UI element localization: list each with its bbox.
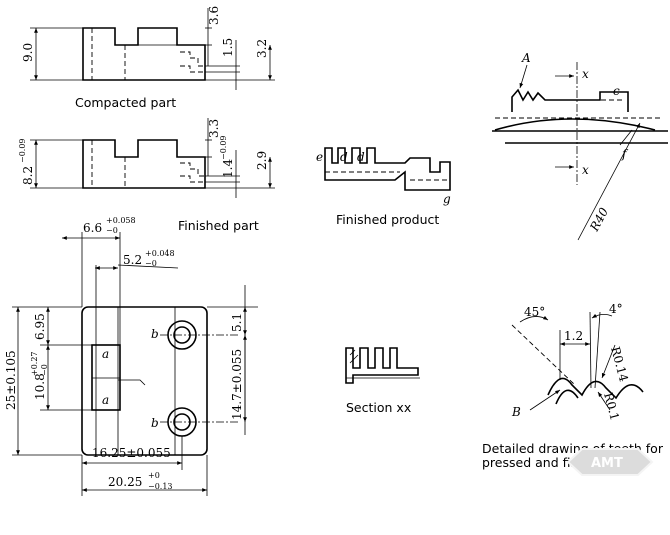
product-label-d2: d [357, 150, 365, 164]
caption-product: Finished product [336, 212, 439, 227]
punch-label-f: f [621, 147, 629, 161]
plan-dim-h-a: 6.95 [33, 313, 47, 340]
compacted-part-view [30, 8, 275, 90]
plan-dim-h-hole: 5.1 [230, 313, 244, 332]
teeth-radius-1: R0.14 [608, 345, 631, 384]
teeth-angle-45: 45° [524, 305, 545, 319]
plan-dim-w1: 6.6 [83, 221, 102, 235]
plan-dim-w-total-up: +0 [148, 471, 160, 480]
plan-dim-w-total-lo: −0.13 [148, 482, 173, 491]
plan-label-b-bottom: b [151, 416, 159, 430]
finished-tooth-dim: 1.4 [221, 159, 235, 178]
plan-dim-h-b-group: 10.8 +0.27 −0 [30, 351, 49, 400]
plan-dim-w2: 5.2 [123, 253, 142, 267]
plan-dim-h-total: 25±0.105 [4, 350, 18, 410]
punch-detail-view [492, 62, 668, 241]
product-label-d1: d [340, 150, 348, 164]
finished-tooth-dim-group: 1.4 −0.09 [219, 135, 235, 178]
finished-height-dim: 8.2 [21, 166, 35, 185]
plan-dim-w2-up: +0.048 [145, 249, 175, 258]
plan-dim-w2-lo: −0 [145, 259, 157, 268]
teeth-detail-view [511, 311, 644, 411]
plan-dim-h-b-up: +0.27 [30, 351, 39, 376]
finished-part-view [30, 118, 275, 198]
caption-finished: Finished part [178, 218, 259, 233]
plan-label-b-top: b [151, 327, 159, 341]
compacted-tooth-dim: 1.5 [221, 38, 235, 57]
punch-label-x-bottom: x [582, 163, 589, 177]
amt-logo-text: AMT [591, 456, 623, 471]
plan-dim-h-pitch: 14.7±0.055 [230, 349, 244, 420]
teeth-angle-4: 4° [609, 302, 623, 316]
plan-dim-w1-up: +0.058 [106, 216, 136, 225]
plan-dim-w1-lo: −0 [106, 226, 118, 235]
product-label-g: g [443, 192, 451, 206]
product-label-e: e [316, 150, 323, 164]
plan-dim-h-b-lo: −0 [40, 364, 49, 376]
caption-section: Section xx [346, 400, 411, 415]
plan-label-a-top: a [102, 347, 109, 361]
finished-height-dim-group: 8.2 −0.09 [18, 138, 35, 185]
plan-dim-w-pitch: 16.25±0.055 [92, 446, 171, 460]
plan-view [12, 232, 258, 496]
punch-label-c: c [613, 84, 620, 98]
compacted-step-dim: 3.6 [207, 6, 221, 25]
punch-radius: R40 [587, 205, 611, 234]
teeth-label-B: B [511, 405, 521, 419]
plan-label-a-bottom: a [102, 393, 109, 407]
punch-label-x-top: x [582, 67, 589, 81]
teeth-radius-2: R0.1 [601, 391, 622, 422]
finished-depth-dim: 2.9 [255, 151, 269, 170]
finished-height-tol: −0.09 [18, 138, 27, 163]
finished-product-view [324, 147, 451, 191]
section-xx-view [345, 347, 420, 384]
compacted-depth-dim: 3.2 [255, 39, 269, 58]
amt-logo: AMT [566, 448, 654, 476]
plan-dim-h-b: 10.8 [33, 373, 47, 400]
teeth-pitch: 1.2 [564, 329, 583, 343]
compacted-height-dim: 9.0 [21, 43, 35, 62]
plan-dim-w-total: 20.25 [108, 475, 142, 489]
finished-tooth-tol: −0.09 [219, 135, 228, 160]
caption-compacted: Compacted part [75, 95, 176, 110]
finished-step-dim: 3.3 [207, 119, 221, 138]
punch-label-A: A [521, 51, 531, 65]
